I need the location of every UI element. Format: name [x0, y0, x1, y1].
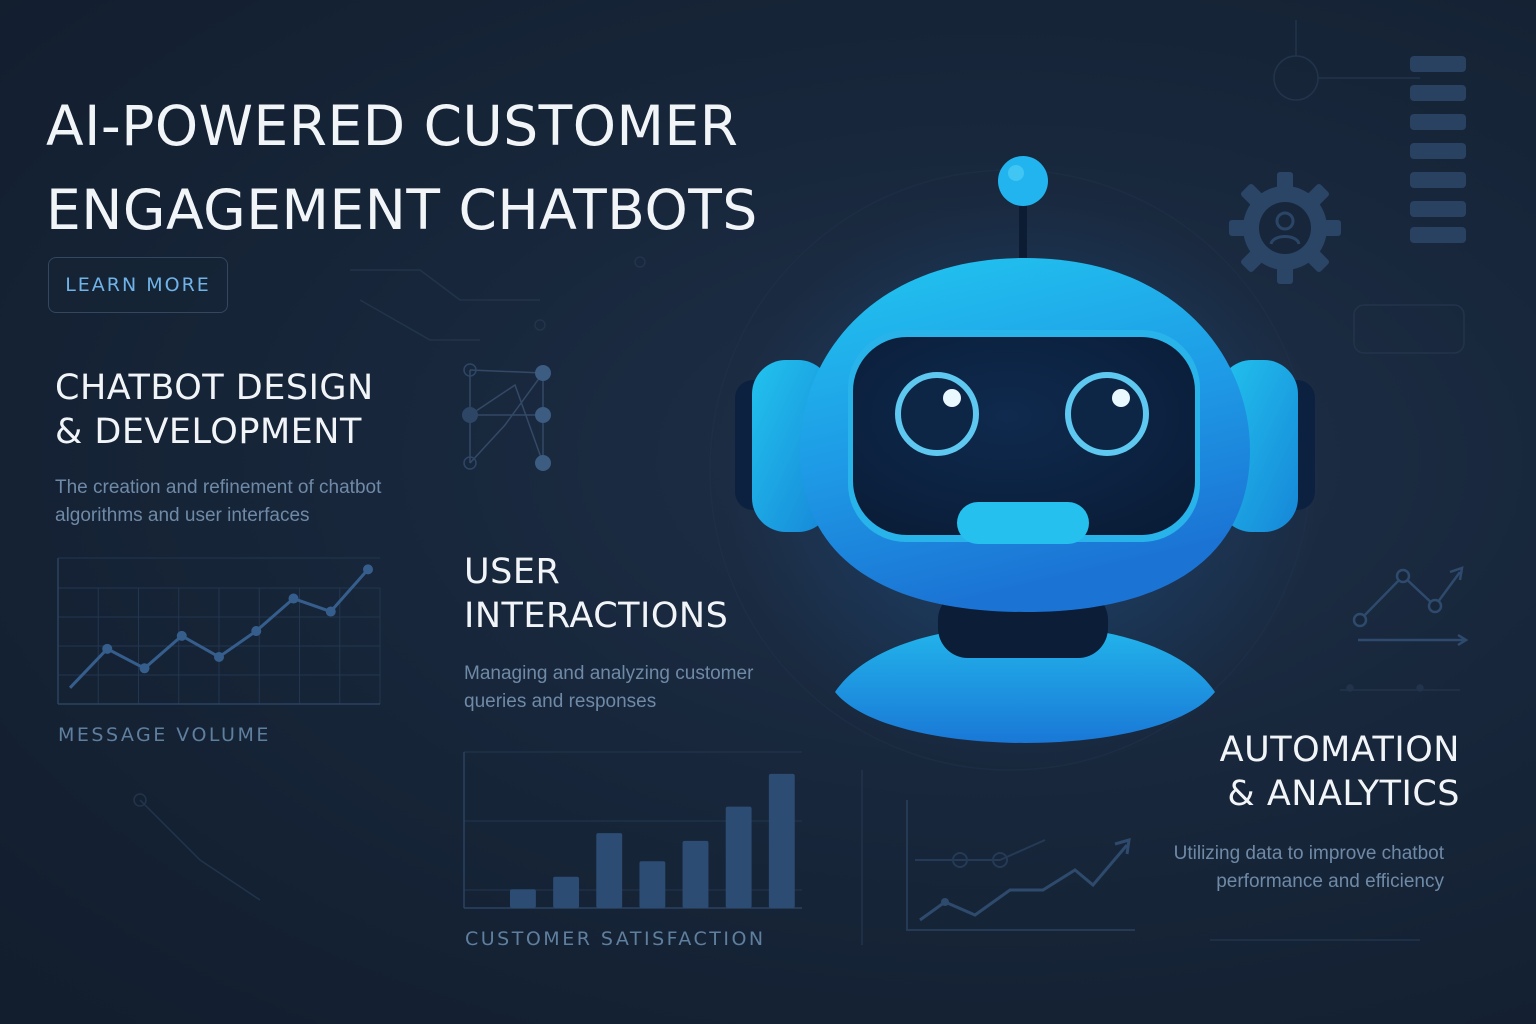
feature-description: Utilizing data to improve chatbot perfor… — [1170, 840, 1444, 896]
bar — [768, 773, 795, 908]
feature-user-interactions: USER INTERACTIONS Managing and analyzing… — [464, 550, 753, 716]
message-volume-chart — [57, 557, 381, 705]
robot-mascot-icon — [725, 156, 1325, 770]
page-title-line-1: AI-POWERED CUSTOMER — [46, 94, 739, 158]
feature-description-line-2: performance and efficiency — [1216, 871, 1444, 892]
page-title-line-2: ENGAGEMENT CHATBOTS — [46, 178, 758, 242]
feature-description-line-2: algorithms and user interfaces — [55, 505, 310, 526]
message-volume-label: MESSAGE VOLUME — [58, 724, 271, 746]
data-point — [139, 663, 150, 674]
data-point — [288, 593, 299, 604]
data-point — [214, 651, 224, 662]
data-point — [363, 564, 373, 575]
server-stack-icon — [1410, 56, 1466, 243]
bar — [596, 833, 623, 908]
bar — [510, 889, 536, 908]
feature-description-line-1: Utilizing data to improve chatbot — [1173, 843, 1444, 864]
feature-title-line-1: CHATBOT DESIGN — [55, 368, 374, 408]
learn-more-button[interactable]: LEARN MORE — [48, 257, 228, 313]
bar — [725, 806, 752, 908]
analytics-trend-graph — [906, 800, 1135, 931]
feature-title-line-1: AUTOMATION — [1219, 730, 1460, 770]
gear-user-icon — [1229, 172, 1341, 284]
feature-title-line-1: USER — [464, 552, 561, 592]
feature-title: CHATBOT DESIGN & DEVELOPMENT — [55, 366, 381, 454]
feature-description: The creation and refinement of chatbot a… — [55, 474, 381, 530]
bar — [682, 840, 709, 908]
feature-automation-analytics: AUTOMATION & ANALYTICS Utilizing data to… — [1170, 728, 1460, 896]
network-nodes-icon — [462, 363, 551, 471]
feature-description: Managing and analyzing customer queries … — [464, 660, 753, 716]
feature-title: USER INTERACTIONS — [464, 550, 753, 638]
bar — [639, 861, 666, 908]
data-point — [251, 626, 262, 636]
data-point — [176, 630, 187, 641]
data-point — [102, 643, 113, 654]
customer-satisfaction-label: CUSTOMER SATISFACTION — [465, 928, 766, 950]
data-point — [325, 606, 336, 617]
feature-title-line-2: & ANALYTICS — [1227, 774, 1460, 814]
customer-satisfaction-chart — [463, 751, 802, 909]
feature-chatbot-design: CHATBOT DESIGN & DEVELOPMENT The creatio… — [55, 366, 381, 530]
trend-up-icon — [1352, 566, 1469, 647]
feature-title-line-2: & DEVELOPMENT — [55, 412, 362, 452]
feature-description-line-2: queries and responses — [464, 691, 657, 712]
feature-description-line-1: The creation and refinement of chatbot — [55, 477, 382, 498]
bar — [553, 876, 580, 908]
feature-description-line-1: Managing and analyzing customer — [464, 663, 754, 684]
page-title: AI-POWERED CUSTOMER ENGAGEMENT CHATBOTS — [46, 84, 758, 252]
feature-title-line-2: INTERACTIONS — [464, 596, 729, 636]
feature-title: AUTOMATION & ANALYTICS — [1170, 728, 1460, 816]
